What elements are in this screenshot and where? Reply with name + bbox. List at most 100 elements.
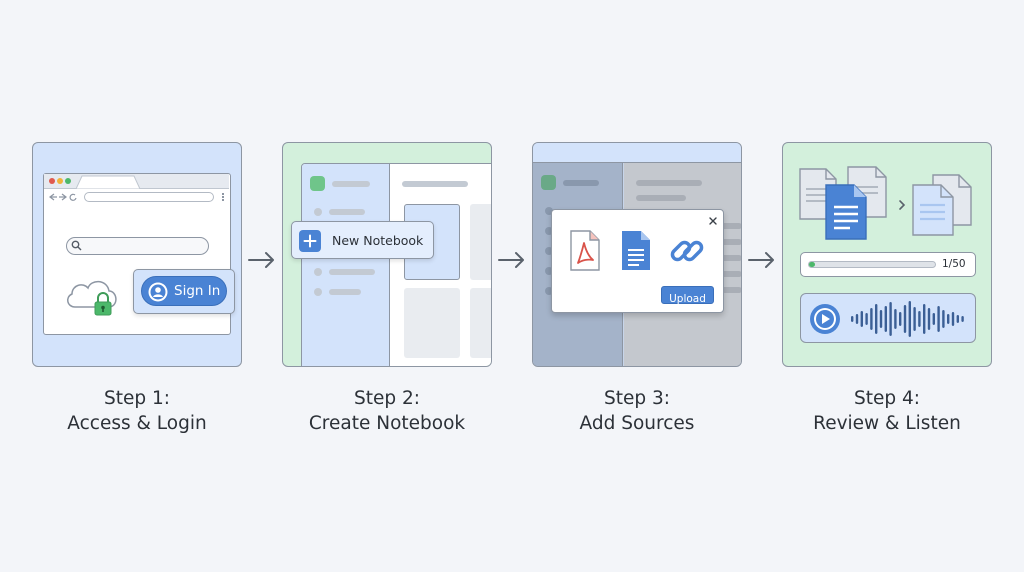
waveform-bar bbox=[865, 313, 868, 325]
notebook-card[interactable] bbox=[404, 288, 460, 358]
waveform-bar bbox=[913, 307, 916, 331]
close-icon[interactable] bbox=[708, 216, 718, 226]
pdf-icon[interactable] bbox=[568, 230, 602, 272]
waveform-bar bbox=[908, 301, 911, 337]
main-line-bar bbox=[720, 223, 741, 229]
step-1-caption: Step 1: Access & Login bbox=[7, 386, 267, 436]
browser-menu-icon[interactable] bbox=[222, 193, 224, 201]
main-line-bar bbox=[720, 239, 741, 245]
arrow-right-icon bbox=[748, 252, 774, 268]
step-2-panel: New Notebook bbox=[282, 142, 492, 367]
new-notebook-label: New Notebook bbox=[332, 233, 424, 248]
link-icon[interactable] bbox=[668, 232, 706, 270]
browser-tab-strip bbox=[44, 174, 229, 189]
notebook-card[interactable] bbox=[470, 288, 491, 358]
sidebar-item-dot bbox=[545, 227, 553, 235]
step-3-subtitle: Add Sources bbox=[579, 413, 695, 434]
lock-icon bbox=[94, 292, 112, 316]
close-dot-icon[interactable] bbox=[49, 178, 55, 184]
waveform-bar bbox=[875, 304, 878, 334]
sidebar-item-dot bbox=[314, 208, 322, 216]
maximize-dot-icon[interactable] bbox=[65, 178, 71, 184]
main-line-bar bbox=[720, 255, 741, 261]
play-button[interactable] bbox=[810, 304, 840, 334]
arrow-right-icon bbox=[498, 252, 524, 268]
sign-in-card: Sign In bbox=[133, 269, 235, 314]
main-title-bar bbox=[402, 181, 468, 187]
waveform-bar bbox=[918, 311, 921, 327]
sidebar-item-dot bbox=[314, 268, 322, 276]
main-title-bar bbox=[636, 180, 702, 186]
step-4-panel: 1/50 bbox=[782, 142, 992, 367]
sidebar bbox=[302, 164, 390, 366]
source-docs-icon bbox=[799, 166, 887, 240]
upload-button[interactable]: Upload bbox=[661, 286, 714, 305]
waveform-bar bbox=[894, 309, 897, 329]
app-window bbox=[301, 163, 491, 366]
step-4-title: Step 4: bbox=[853, 388, 920, 409]
progress-track bbox=[808, 261, 936, 268]
sidebar-item-dot bbox=[545, 247, 553, 255]
upload-label: Upload bbox=[669, 293, 706, 305]
waveform-bar bbox=[903, 305, 907, 333]
waveform-bar bbox=[855, 314, 859, 324]
chevron-right-icon bbox=[899, 200, 906, 210]
sidebar-title-bar bbox=[563, 180, 599, 186]
minimize-dot-icon[interactable] bbox=[57, 178, 63, 184]
sidebar-item-dot bbox=[545, 207, 553, 215]
waveform-bar bbox=[932, 313, 935, 325]
progress-card: 1/50 bbox=[800, 252, 976, 277]
step-2-subtitle: Create Notebook bbox=[308, 413, 466, 434]
waveform-bar bbox=[923, 304, 926, 334]
sidebar-item-dot bbox=[545, 267, 553, 275]
waveform-bar bbox=[870, 308, 873, 330]
waveform-bar bbox=[899, 312, 902, 326]
notebook-card[interactable] bbox=[470, 204, 491, 280]
step-1-title: Step 1: bbox=[103, 388, 170, 409]
step-4-caption: Step 4: Review & Listen bbox=[757, 386, 1017, 436]
waveform-icon bbox=[851, 301, 964, 337]
sidebar-title-bar bbox=[332, 181, 370, 187]
waveform-bar bbox=[942, 310, 945, 328]
sidebar-item-bar bbox=[329, 269, 375, 275]
step-3-caption: Step 3: Add Sources bbox=[507, 386, 767, 436]
new-notebook-button[interactable]: New Notebook bbox=[291, 221, 434, 259]
app-logo bbox=[541, 175, 556, 190]
waveform-bar bbox=[927, 308, 931, 330]
waveform-bar bbox=[884, 306, 887, 332]
waveform-bar bbox=[851, 316, 854, 322]
upload-dialog: Upload bbox=[551, 209, 724, 313]
step-2-caption: Step 2: Create Notebook bbox=[257, 386, 517, 436]
sign-in-button[interactable]: Sign In bbox=[141, 276, 227, 306]
waveform-bar bbox=[889, 302, 892, 336]
step-1-panel: Sign In bbox=[32, 142, 242, 367]
app-header bbox=[533, 143, 741, 163]
step-3-panel: Upload bbox=[532, 142, 742, 367]
step-2-title: Step 2: bbox=[353, 388, 420, 409]
app-logo bbox=[310, 176, 325, 191]
main-line-bar bbox=[720, 287, 741, 293]
sidebar-item-dot bbox=[545, 287, 553, 295]
play-icon bbox=[814, 308, 836, 330]
doc-icon[interactable] bbox=[620, 230, 652, 272]
sign-in-label: Sign In bbox=[174, 283, 221, 299]
waveform-bar bbox=[961, 316, 964, 322]
main-line-bar bbox=[636, 195, 686, 201]
main-line-bar bbox=[720, 271, 741, 277]
waveform-bar bbox=[951, 312, 955, 326]
browser-tab[interactable] bbox=[76, 175, 140, 189]
waveform-bar bbox=[956, 315, 959, 323]
nav-arrows-icon[interactable] bbox=[48, 192, 78, 202]
progress-fill bbox=[809, 262, 816, 267]
arrow-right-icon bbox=[248, 252, 274, 268]
waveform-bar bbox=[879, 310, 883, 328]
waveform-bar bbox=[937, 306, 940, 332]
address-bar[interactable] bbox=[84, 192, 214, 202]
audio-player bbox=[800, 293, 976, 343]
plus-icon bbox=[299, 230, 321, 252]
output-docs-icon bbox=[912, 174, 972, 236]
search-input[interactable] bbox=[66, 237, 209, 255]
progress-counter: 1/50 bbox=[942, 258, 966, 270]
waveform-bar bbox=[947, 314, 950, 324]
sidebar-item-dot bbox=[314, 288, 322, 296]
